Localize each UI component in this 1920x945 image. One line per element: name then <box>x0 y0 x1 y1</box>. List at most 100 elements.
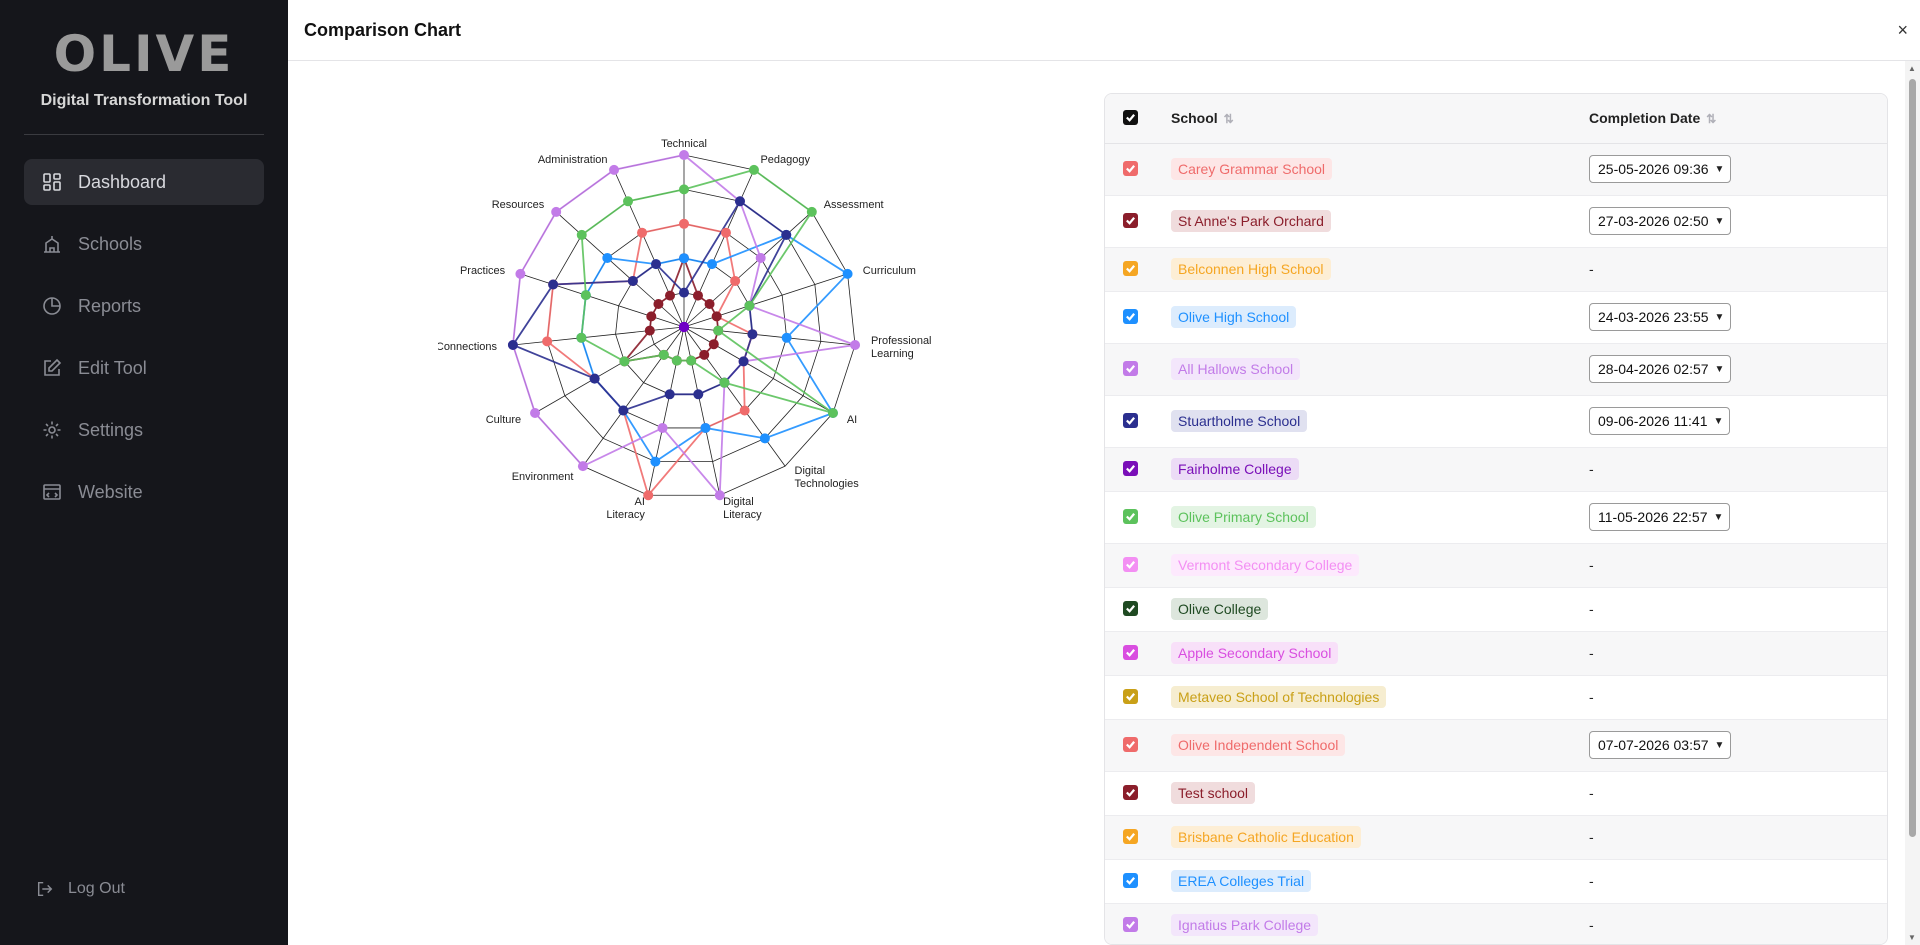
row-checkbox[interactable] <box>1123 873 1138 888</box>
row-checkbox[interactable] <box>1123 737 1138 752</box>
completion-date-select[interactable]: 24-03-2026 23:55▼ <box>1589 303 1732 331</box>
row-checkbox[interactable] <box>1123 509 1138 524</box>
completion-header-label: Completion Date <box>1589 110 1701 127</box>
logout-button[interactable]: Log Out <box>36 880 125 898</box>
sidebar-item-schools[interactable]: Schools <box>24 221 264 267</box>
select-all-checkbox[interactable] <box>1123 110 1138 126</box>
sidebar-item-settings[interactable]: Settings <box>24 407 264 453</box>
radar-axis-label-line: Administration <box>538 154 608 166</box>
table-row[interactable]: Apple Secondary School- <box>1105 631 1887 676</box>
row-checkbox[interactable] <box>1123 413 1138 428</box>
completion-date-select[interactable]: 07-07-2026 03:57▼ <box>1589 731 1732 759</box>
radar-data-point <box>657 422 668 433</box>
completion-date-empty: - <box>1589 601 1594 617</box>
completion-date-cell: - <box>1589 631 1887 676</box>
row-checkbox[interactable] <box>1123 361 1138 376</box>
radar-data-point <box>653 298 664 309</box>
table-row[interactable]: Metaveo School of Technologies- <box>1105 675 1887 720</box>
row-checkbox[interactable] <box>1123 161 1138 176</box>
radar-axis-label: Pedagogy <box>760 154 810 166</box>
school-name-badge: Vermont Secondary College <box>1171 554 1360 576</box>
radar-data-point <box>781 229 792 240</box>
radar-axis-line <box>683 326 856 346</box>
radar-data-point <box>704 298 715 309</box>
row-checkbox[interactable] <box>1123 309 1138 324</box>
scroll-down-icon[interactable]: ▼ <box>1908 933 1916 942</box>
completion-date-empty: - <box>1589 557 1594 573</box>
school-cell: EREA Colleges Trial <box>1171 859 1589 904</box>
school-cell: Ignatius Park College <box>1171 903 1589 944</box>
check-icon <box>1126 693 1136 701</box>
row-checkbox[interactable] <box>1123 829 1138 844</box>
completion-date-select[interactable]: 09-06-2026 11:41▼ <box>1589 407 1731 435</box>
completion-date-cell: 27-03-2026 02:50▼ <box>1589 195 1887 248</box>
completion-date-select[interactable]: 11-05-2026 22:57▼ <box>1589 503 1731 531</box>
row-checkbox[interactable] <box>1123 785 1138 800</box>
check-icon <box>1126 833 1136 841</box>
completion-date-select[interactable]: 25-05-2026 09:36▼ <box>1589 155 1732 183</box>
sidebar-item-website[interactable]: Website <box>24 469 264 515</box>
table-row[interactable]: Test school- <box>1105 771 1887 816</box>
scrollbar-thumb[interactable] <box>1909 79 1916 837</box>
completion-date-select[interactable]: 28-04-2026 02:57▼ <box>1589 355 1732 383</box>
table-row[interactable]: Brisbane Catholic Education- <box>1105 815 1887 860</box>
logo-wordmark: OLIVE <box>53 25 235 83</box>
sort-icon[interactable]: ⇅ <box>1706 112 1717 127</box>
completion-date-empty: - <box>1589 873 1594 889</box>
radar-data-point <box>650 456 661 467</box>
sidebar-item-reports[interactable]: Reports <box>24 283 264 329</box>
row-checkbox[interactable] <box>1123 689 1138 704</box>
row-checkbox[interactable] <box>1123 261 1138 276</box>
edit-icon <box>42 358 62 378</box>
radar-axis-label-line: Resources <box>492 199 545 211</box>
school-name-badge: Ignatius Park College <box>1171 914 1319 936</box>
table-row[interactable]: Fairholme College- <box>1105 447 1887 492</box>
completion-date-value: 09-06-2026 11:41 <box>1598 413 1708 429</box>
schools-table: School⇅ Completion Date ⇅ Carey Grammar S… <box>1105 94 1887 944</box>
scrollbar[interactable]: ▲ ▼ <box>1905 61 1920 945</box>
table-row[interactable]: EREA Colleges Trial- <box>1105 859 1887 904</box>
chevron-down-icon: ▼ <box>1714 163 1725 175</box>
sidebar-item-dashboard[interactable]: Dashboard <box>24 159 264 205</box>
radar-axis-label-line: Professional <box>871 335 932 347</box>
table-row[interactable]: Ignatius Park College- <box>1105 903 1887 944</box>
radar-data-point <box>679 287 689 298</box>
radar-data-point <box>679 253 689 264</box>
row-checkbox[interactable] <box>1123 601 1138 616</box>
school-column-header[interactable]: School⇅ <box>1171 94 1589 143</box>
table-row[interactable]: Olive College- <box>1105 587 1887 632</box>
row-checkbox[interactable] <box>1123 461 1138 476</box>
check-icon <box>1126 313 1136 321</box>
radar-data-point <box>623 196 634 207</box>
row-checkbox[interactable] <box>1123 213 1138 228</box>
school-cell: Olive High School <box>1171 291 1589 344</box>
sort-icon[interactable]: ⇅ <box>1223 112 1234 127</box>
dashboard-icon <box>42 172 62 192</box>
check-icon <box>1126 513 1136 521</box>
radar-data-point <box>719 377 730 388</box>
radar-axis-label-line: Digital <box>795 465 826 477</box>
chevron-down-icon: ▼ <box>1714 739 1725 751</box>
completion-column-header[interactable]: Completion Date ⇅ <box>1589 94 1887 143</box>
table-row[interactable]: Vermont Secondary College - <box>1105 543 1887 588</box>
row-checkbox[interactable] <box>1123 645 1138 660</box>
school-name-badge: Test school <box>1171 782 1256 804</box>
row-checkbox[interactable] <box>1123 557 1138 572</box>
radar-axis-line <box>555 211 685 328</box>
close-button[interactable]: × <box>1897 20 1908 40</box>
completion-date-select[interactable]: 27-03-2026 02:50▼ <box>1589 207 1732 235</box>
scroll-up-icon[interactable]: ▲ <box>1908 64 1916 73</box>
row-checkbox[interactable] <box>1123 917 1138 932</box>
sidebar-item-edit-tool[interactable]: Edit Tool <box>24 345 264 391</box>
table-row[interactable]: Belconnen High School- <box>1105 247 1887 292</box>
